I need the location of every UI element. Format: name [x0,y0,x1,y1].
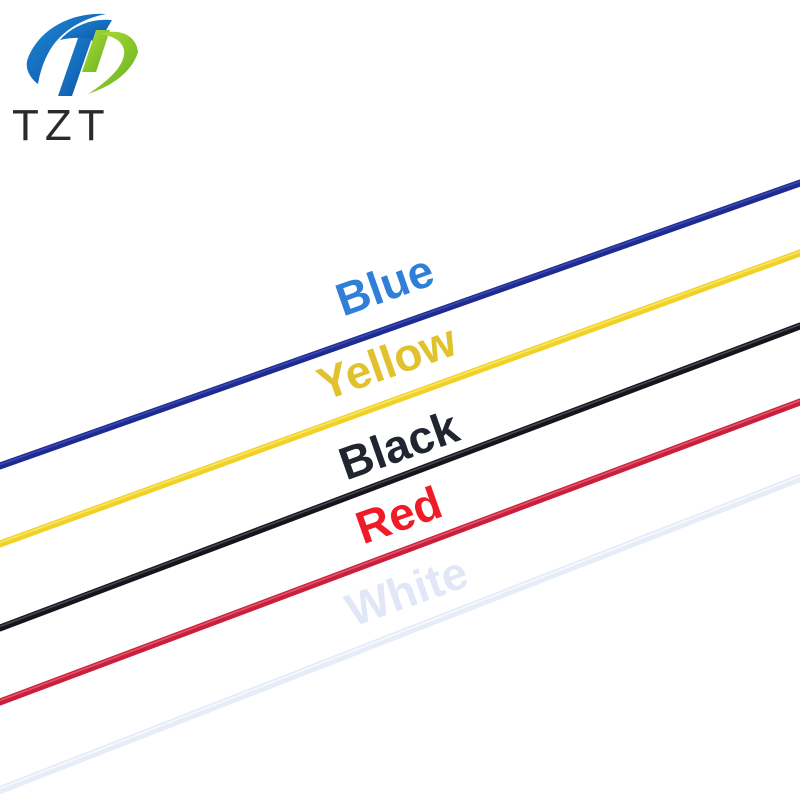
brand-name: TZT [12,101,111,150]
wire-blue-highlight [0,180,800,466]
wire-yellow-highlight [0,250,800,544]
logo-emblem-icon [26,13,138,96]
wire-red [0,398,800,706]
wire-white-highlight [0,475,800,790]
wire-yellow [0,249,800,548]
wire-label-white: White [339,546,474,637]
wire-red-highlight [0,399,800,702]
wire-white [0,474,800,794]
wire-blue [0,179,800,470]
brand-logo: TZT [12,13,138,150]
wire-black-highlight [0,323,800,628]
wire-black [0,322,800,632]
wires-group [0,179,800,794]
